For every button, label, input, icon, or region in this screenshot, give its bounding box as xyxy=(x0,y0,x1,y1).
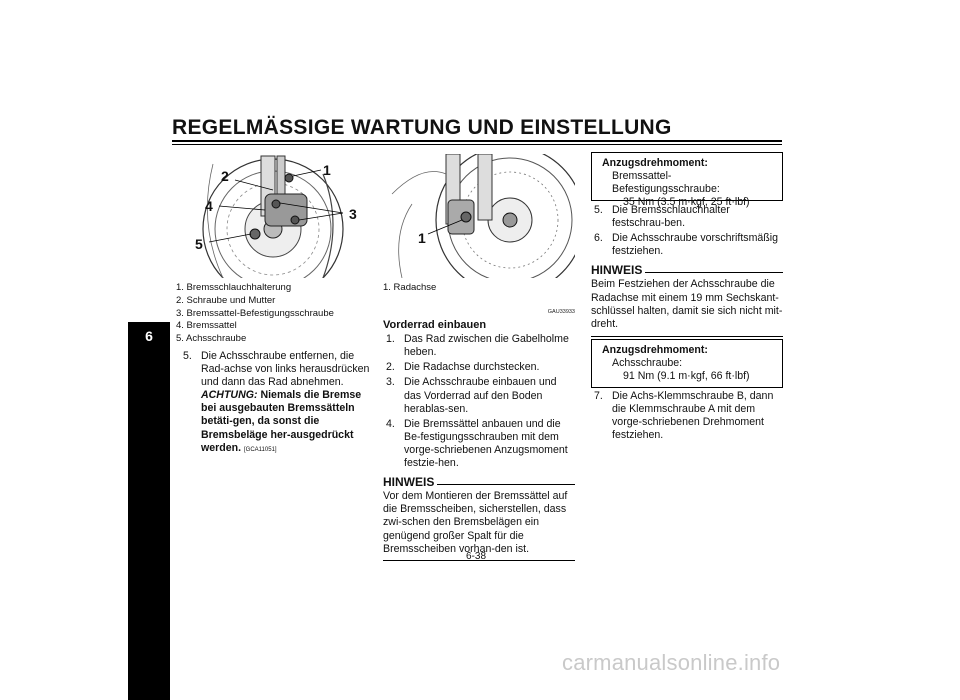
note-text: Beim Festziehen der Achsschraube die Rad… xyxy=(591,278,783,330)
figure-caption-left: 1. Bremsschlauchhalterung 2. Schraube un… xyxy=(176,282,334,346)
caption-item: 1. Bremsschlauchhalterung xyxy=(176,282,292,293)
torque-box-title: Anzugsdrehmoment: xyxy=(602,157,708,169)
step-number: 7. xyxy=(594,390,603,402)
note-end-rule xyxy=(383,559,575,561)
figure-label-2: 2 xyxy=(221,168,229,184)
step-text: Die Bremssättel anbauen und die Be-festi… xyxy=(404,417,568,470)
step-text: Die Achsschraube einbauen und das Vorder… xyxy=(404,376,557,415)
note-heading: HINWEIS xyxy=(383,476,575,489)
wheel-axle-illustration xyxy=(391,154,575,278)
torque-box-value: 35 Nm (3.5 m·kgf, 25 ft·lbf) xyxy=(623,196,750,208)
step-1: 1. Das Rad zwischen die Gabelholme heben… xyxy=(383,333,575,359)
step-number: 1. xyxy=(386,333,395,346)
step-5: 5. Die Achsschraube entfernen, die Rad-a… xyxy=(180,350,370,457)
column-3-steps-b: 7. Die Achs-Klemmschraube B, dann die Kl… xyxy=(591,390,783,444)
page-number: 6-38 xyxy=(466,551,487,562)
front-wheel-figure: 1 xyxy=(381,153,576,279)
step-number: 3. xyxy=(386,376,395,389)
step-6: 6. Die Achsschraube vorschriftsmäßig fes… xyxy=(591,232,783,258)
step-4: 4. Die Bremssättel anbauen und die Be-fe… xyxy=(383,418,575,470)
figure-label-1: 1 xyxy=(323,162,331,178)
note-heading-rule xyxy=(437,484,575,486)
title-rule xyxy=(172,140,782,142)
figure-caption-middle: 1. Radachse xyxy=(383,282,436,295)
column-2: GAU33933 Vorderrad einbauen 1. Das Rad z… xyxy=(383,306,575,561)
step-7: 7. Die Achs-Klemmschraube B, dann die Kl… xyxy=(591,390,783,442)
caption-item: 5. Achsschraube xyxy=(176,333,247,345)
caption-item: 4. Bremssattel xyxy=(176,320,237,332)
torque-box-axle: Anzugsdrehmoment: Achsschraube: 91 Nm (9… xyxy=(591,339,783,388)
caption-item: 1. Radachse xyxy=(383,282,437,293)
note-heading-rule xyxy=(645,272,783,274)
step-text: Das Rad zwischen die Gabelholme heben. xyxy=(404,333,569,359)
warning-label: ACHTUNG: xyxy=(201,389,258,402)
section-heading: Vorderrad einbauen xyxy=(383,319,487,332)
step-text: Die Achs-Klemmschraube B, dann die Klemm… xyxy=(612,390,774,442)
step-5: 5. Die Bremsschlauchhalter festschrau-be… xyxy=(591,204,783,230)
figure-label-4: 4 xyxy=(205,198,213,214)
caliper-illustration xyxy=(202,155,344,278)
note-title: HINWEIS xyxy=(383,475,435,490)
step-text: Die Bremsschlauchhalter festschrau-ben. xyxy=(612,204,730,230)
step-number: 5. xyxy=(183,350,192,362)
caption-item: 2. Schraube und Mutter xyxy=(176,294,276,306)
step-text: Die Achsschraube entfernen, die Rad-achs… xyxy=(201,350,370,389)
step-number: 6. xyxy=(594,232,603,245)
note-title: HINWEIS xyxy=(591,263,643,278)
title-rule-thin xyxy=(172,144,782,145)
chapter-tab xyxy=(128,322,170,700)
step-text: Die Achsschraube vorschriftsmäßig festzi… xyxy=(612,232,779,258)
figure-label-5: 5 xyxy=(195,236,203,252)
warning-text: Niemals die Bremse bei ausgebauten Brems… xyxy=(201,389,362,454)
step-3: 3. Die Achsschraube einbauen und das Vor… xyxy=(383,376,575,415)
step-number: 5. xyxy=(594,204,603,216)
warning-code: [GCA11051] xyxy=(244,446,277,453)
column-1: 5. Die Achsschraube entfernen, die Rad-a… xyxy=(180,350,370,459)
torque-box-item: Achsschraube: xyxy=(612,357,683,369)
note-text: Vor dem Montieren der Bremssättel auf di… xyxy=(383,490,568,555)
column-3-steps-a: 5. Die Bremsschlauchhalter festschrau-be… xyxy=(591,204,783,337)
torque-box-value: 91 Nm (9.1 m·kgf, 66 ft·lbf) xyxy=(623,370,750,382)
step-2: 2. Die Radachse durchstecken. xyxy=(383,361,575,374)
step-text: Die Radachse durchstecken. xyxy=(404,361,540,374)
step-number: 4. xyxy=(386,417,395,430)
torque-box-item: Bremssattel-Befestigungsschraube: xyxy=(612,170,720,195)
figure-label-3: 3 xyxy=(349,206,357,222)
step-number: 2. xyxy=(386,361,395,374)
figure-label-1: 1 xyxy=(418,230,426,246)
caption-item: 3. Bremssattel-Befestigungsschraube xyxy=(176,307,334,319)
torque-box-title: Anzugsdrehmoment: xyxy=(602,344,708,356)
torque-box-caliper: Anzugsdrehmoment: Bremssattel-Befestigun… xyxy=(591,152,783,208)
note-heading: HINWEIS xyxy=(591,264,783,277)
doc-code: GAU33933 xyxy=(547,309,575,315)
note-end-rule xyxy=(591,335,783,337)
watermark: carmanualsonline.info xyxy=(562,650,781,675)
brake-caliper-figure: 1 2 3 4 5 xyxy=(172,153,368,279)
page-title: REGELMÄSSIGE WARTUNG UND EINSTELLUNG xyxy=(172,116,672,139)
chapter-number: 6 xyxy=(145,328,153,344)
